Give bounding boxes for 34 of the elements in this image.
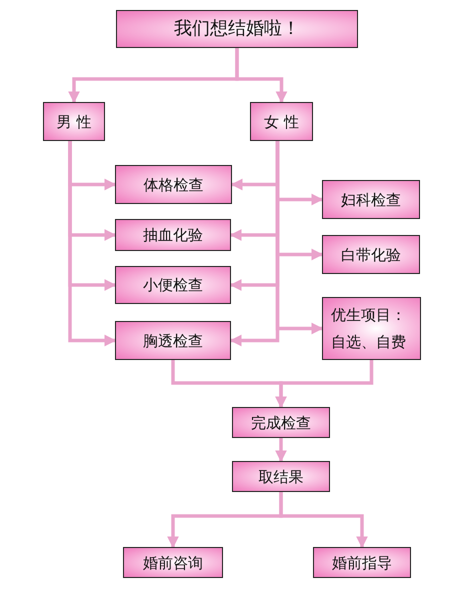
process-box xyxy=(123,547,223,578)
box-label: 抽血化验 xyxy=(143,226,203,244)
box-label: 白带化验 xyxy=(341,246,401,264)
box-label: 女 性 xyxy=(264,112,299,130)
arrow xyxy=(279,492,368,548)
box-label: 体格检查 xyxy=(144,176,204,194)
box-label: 我们想结婚啦！ xyxy=(174,18,300,40)
box-label: 胸透检查 xyxy=(143,332,203,350)
box-label: 小便检查 xyxy=(143,276,203,294)
box-label: 优生项目： xyxy=(331,306,406,324)
process-box xyxy=(313,547,411,578)
process-box xyxy=(115,219,231,251)
arrow xyxy=(275,438,287,462)
box-label: 男 性 xyxy=(56,112,92,130)
box-label: 妇科检查 xyxy=(341,190,401,208)
process-box xyxy=(115,165,232,204)
process-box xyxy=(232,461,330,492)
process-box xyxy=(115,321,231,360)
arrow xyxy=(68,141,116,346)
process-box xyxy=(232,407,330,438)
process-box xyxy=(116,10,358,48)
process-box xyxy=(322,180,420,219)
process-box xyxy=(322,297,421,360)
box-label: 婚前指导 xyxy=(332,554,392,572)
process-box xyxy=(322,235,420,274)
box-label: 完成检查 xyxy=(251,414,311,432)
box-label: 自选、自费 xyxy=(331,332,406,351)
arrow xyxy=(235,48,288,104)
box-label: 婚前咨询 xyxy=(143,554,203,572)
process-box xyxy=(115,266,231,304)
box-label: 取结果 xyxy=(258,468,304,486)
process-box xyxy=(43,102,105,141)
process-box xyxy=(250,102,313,141)
arrow xyxy=(275,360,374,408)
